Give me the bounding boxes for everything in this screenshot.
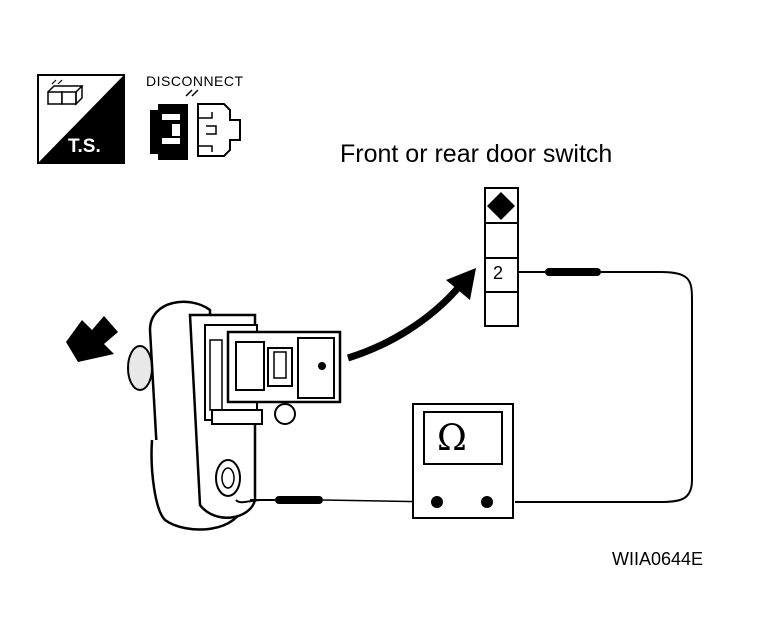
- ohm-symbol: Ω: [437, 418, 467, 459]
- probe-switch-ground: [250, 496, 438, 504]
- ts-icon: [37, 74, 125, 164]
- ohmmeter: [412, 403, 514, 519]
- diagram-title: Front or rear door switch: [340, 140, 613, 168]
- disconnect-label: DISCONNECT: [146, 73, 244, 89]
- curved-arrowhead: [446, 268, 476, 300]
- figure-code: WIIA0644E: [612, 549, 704, 569]
- curved-arrow-icon: [346, 285, 461, 362]
- door-switch-drawing: [127, 300, 342, 531]
- terminal-number: 2: [493, 263, 504, 283]
- pointer-arrow-icon: [66, 316, 118, 362]
- probe-terminal-2: [515, 268, 693, 503]
- ts-label: T.S.: [68, 136, 101, 157]
- connector-terminal-column: [484, 187, 519, 327]
- disconnect-icon: [150, 89, 241, 160]
